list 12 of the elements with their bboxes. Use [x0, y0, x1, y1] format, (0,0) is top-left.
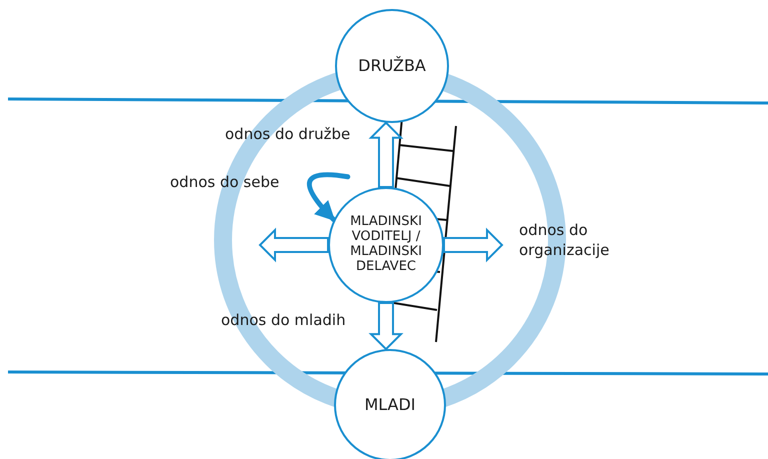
edge-label: odnos do družbe: [225, 124, 350, 144]
edge-label: odnos do mladih: [221, 310, 346, 330]
node-label: DRUŽBA: [358, 56, 426, 76]
block-arrow: [258, 228, 329, 262]
edge-label: odnos do organizacije: [519, 220, 610, 260]
curved-arrow: [306, 172, 350, 222]
block-arrow: [368, 302, 404, 351]
node-label: MLADI: [364, 396, 416, 414]
edge-label: odnos do sebe: [170, 172, 280, 192]
node-label: MLADINSKI VODITELJ / MLADINSKI DELAVEC: [349, 215, 423, 275]
block-arrow: [368, 121, 404, 188]
block-arrow: [443, 228, 504, 262]
